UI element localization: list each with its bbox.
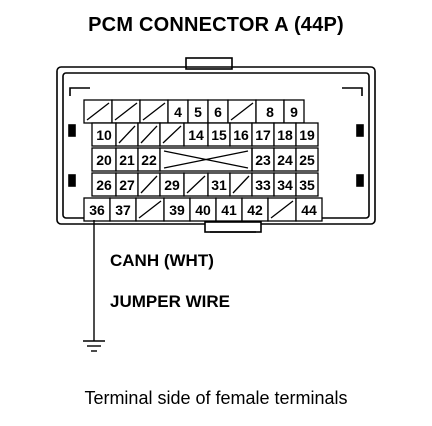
blank-terminal-block <box>159 147 253 172</box>
terminal-number: 16 <box>233 127 249 143</box>
terminal-number: 22 <box>141 152 157 168</box>
terminal-number: 27 <box>119 177 135 193</box>
unused-terminal-slash <box>186 175 206 194</box>
unused-terminal-slash <box>230 102 254 121</box>
unused-terminal-slash <box>232 175 250 194</box>
unused-terminal-slash <box>138 200 162 219</box>
terminal-number: 15 <box>211 127 227 143</box>
terminal-number: 42 <box>247 202 263 218</box>
unused-terminal-slash <box>140 125 158 144</box>
terminal-number: 14 <box>188 127 204 143</box>
terminal-number: 34 <box>277 177 293 193</box>
terminal-cell <box>295 147 319 172</box>
terminal-number: 8 <box>266 104 274 120</box>
terminal-number: 41 <box>221 202 237 218</box>
terminal-number: 21 <box>119 152 135 168</box>
ground-symbol-icon <box>83 340 105 352</box>
terminal-number: 5 <box>194 104 202 120</box>
terminal-number: 20 <box>96 152 112 168</box>
terminal-number: 25 <box>299 152 315 168</box>
terminal-cell <box>295 172 319 197</box>
terminal-cell <box>208 148 230 171</box>
terminal-number: 10 <box>96 127 112 143</box>
terminal-number: 33 <box>255 177 271 193</box>
terminal-number: 6 <box>214 104 222 120</box>
terminal-cell <box>230 148 252 171</box>
terminal-number: 17 <box>255 127 271 143</box>
terminal-cell <box>295 197 323 222</box>
terminal-number: 40 <box>195 202 211 218</box>
unused-terminal-slash <box>140 175 158 194</box>
terminal-number: 23 <box>255 152 271 168</box>
diagram-caption: Terminal side of female terminals <box>84 388 348 408</box>
terminal-number: 29 <box>164 177 180 193</box>
terminal-number: 31 <box>211 177 227 193</box>
terminal-number: 36 <box>89 202 105 218</box>
unused-terminal-slash <box>270 200 294 219</box>
terminal-number: 44 <box>301 202 317 218</box>
terminal-number: 24 <box>277 152 293 168</box>
terminal-number: 39 <box>169 202 185 218</box>
terminal-number: 9 <box>290 104 298 120</box>
terminal-number: 18 <box>277 127 293 143</box>
unused-terminal-slash <box>86 102 110 121</box>
canh-wire-label: CANH (WHT) <box>110 251 214 270</box>
unused-terminal-slash <box>118 125 136 144</box>
terminal-cell <box>295 122 319 147</box>
blank-cross-line <box>163 150 249 169</box>
terminal-number: 35 <box>299 177 315 193</box>
jumper-wire-label: JUMPER WIRE <box>110 292 230 311</box>
terminal-number: 4 <box>174 104 182 120</box>
unused-terminal-slash <box>114 102 138 121</box>
terminal-number: 19 <box>299 127 315 143</box>
terminal-cell <box>184 148 208 171</box>
terminal-number: 26 <box>96 177 112 193</box>
terminal-number: 37 <box>115 202 131 218</box>
terminal-cell <box>160 148 184 171</box>
unused-terminal-slash <box>142 102 166 121</box>
unused-terminal-slash <box>162 125 182 144</box>
page-title: PCM CONNECTOR A (44P) <box>88 14 344 36</box>
